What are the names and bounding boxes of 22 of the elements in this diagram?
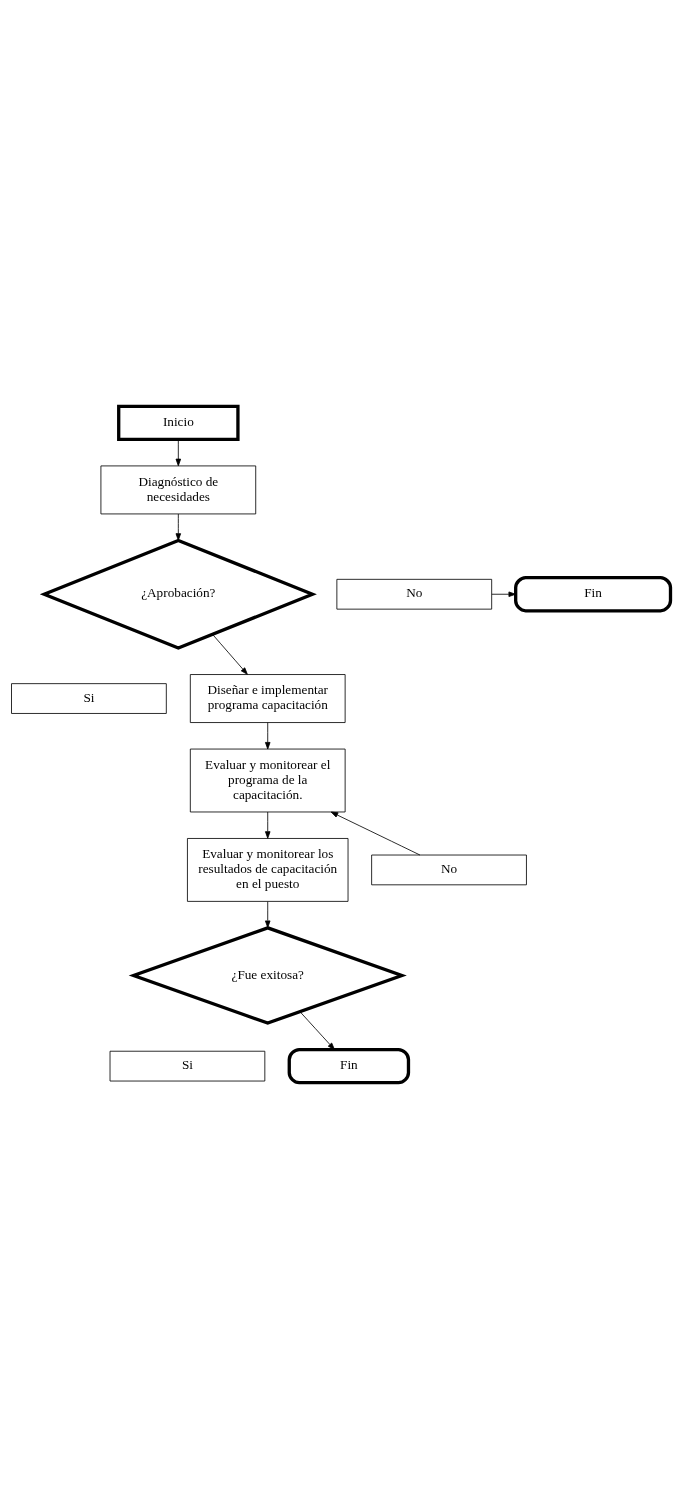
arrow bbox=[175, 439, 182, 467]
node-box: Fin bbox=[287, 1047, 411, 1085]
node-box: Si bbox=[109, 1050, 266, 1082]
arrow bbox=[299, 1011, 335, 1050]
node-box: No bbox=[371, 854, 527, 886]
arrow bbox=[491, 591, 516, 597]
node-box: Diseñar e implementar programa capacitación bbox=[189, 674, 346, 723]
node-box: Evaluar y monitorear los resultados de capacitación en el puesto bbox=[187, 838, 349, 902]
arrow bbox=[265, 901, 271, 928]
arrow bbox=[330, 811, 421, 856]
node-box: Fin bbox=[514, 576, 673, 613]
arrow bbox=[265, 811, 271, 839]
node-box: Inicio bbox=[117, 404, 240, 442]
node-box: Diagnóstico de necesidades bbox=[100, 465, 257, 515]
node-box: No bbox=[336, 578, 493, 610]
arrow bbox=[212, 634, 248, 675]
node-diamond: ¿Aprobación? bbox=[39, 538, 317, 650]
node-diamond: ¿Fue exitosa? bbox=[128, 926, 407, 1025]
arrow bbox=[175, 513, 182, 541]
node-box: Si bbox=[11, 683, 167, 714]
node-box: Evaluar y monitorear el programa de la capacitación. bbox=[189, 748, 346, 813]
arrow bbox=[265, 722, 271, 750]
